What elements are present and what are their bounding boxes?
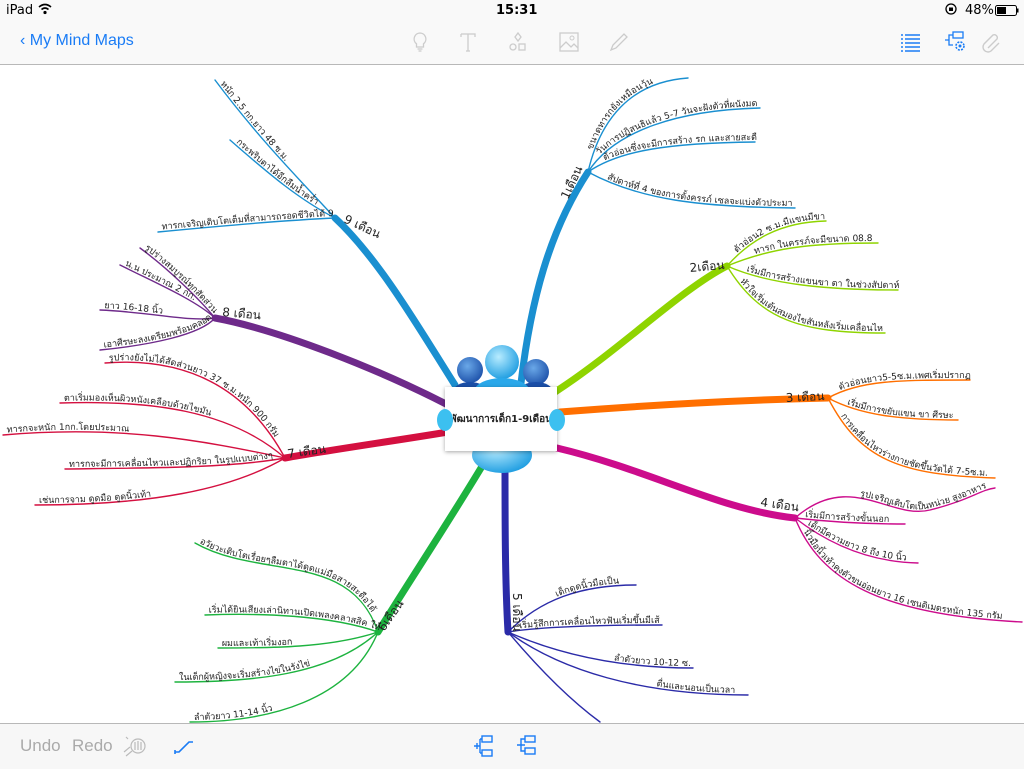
pencil-icon[interactable] bbox=[607, 30, 631, 54]
leaf-4-2[interactable]: เริ่มมีการสร้างขั้นนอก bbox=[805, 507, 890, 524]
center-hands-icon bbox=[437, 409, 565, 431]
leaf-5-1[interactable]: เด็กดูดนิ้วมือเป็น bbox=[554, 574, 619, 600]
leaf-6-4[interactable]: ในเด็กผู้หญิงจะเริ่มสร้างไข่ในรังไข่ bbox=[179, 659, 311, 683]
month-7-label[interactable]: 7 เดือน bbox=[286, 442, 326, 461]
leaf-5-3[interactable]: ลำตัวยาว 10-12 ซ.ม. bbox=[0, 0, 691, 669]
month-6-label[interactable]: 6เดือน bbox=[375, 597, 407, 634]
back-button-label: My Mind Maps bbox=[29, 32, 134, 49]
lightbulb-icon[interactable] bbox=[408, 30, 432, 54]
svg-text:ทารกจะมีการเคลื่อนไหวและปฏิกริ: ทารกจะมีการเคลื่อนไหวและปฏิกริยา ในรูปแบ… bbox=[69, 451, 274, 470]
redo-button[interactable]: Redo bbox=[72, 736, 113, 755]
svg-text:อวัยวะเติบโตเรื่อยๆลืมตาได้ดูด: อวัยวะเติบโตเรื่อยๆลืมตาได้ดูดแม่มือสายส… bbox=[198, 537, 378, 614]
month-9-label[interactable]: 9 เดือน bbox=[342, 212, 383, 241]
text-icon[interactable] bbox=[456, 30, 480, 54]
outline-list-icon[interactable] bbox=[899, 30, 923, 54]
undo-button[interactable]: Undo bbox=[20, 736, 61, 755]
svg-text:ทารกจะหนัก 1กก.โดยประมาณ: ทารกจะหนัก 1กก.โดยประมาณ bbox=[6, 422, 129, 436]
add-sibling-topic-icon[interactable] bbox=[472, 734, 494, 758]
add-child-topic-icon[interactable] bbox=[516, 734, 538, 758]
leaf-7-4[interactable]: ทารกจะมีการเคลื่อนไหวและปฏิกริยา ในรูปแบ… bbox=[69, 451, 274, 470]
branch-7-line[interactable] bbox=[281, 428, 452, 462]
month-2-label[interactable]: 2เดือน bbox=[689, 258, 725, 275]
svg-text:เช่นการจาม ดูดมือ ดูดนิ้วเท้า: เช่นการจาม ดูดมือ ดูดนิ้วเท้า bbox=[39, 489, 152, 506]
navigation-bar: ‹ My Mind Maps bbox=[0, 22, 1024, 65]
clock: 15:31 bbox=[496, 3, 538, 18]
svg-text:ผมและเท้าเริ่มงอก: ผมและเท้าเริ่มงอก bbox=[222, 635, 293, 649]
leaf-6-3[interactable]: ผมและเท้าเริ่มงอก bbox=[222, 635, 293, 649]
status-bar: iPad 15:31 48% bbox=[0, 0, 1024, 22]
bottom-toolbar: Undo Redo bbox=[0, 723, 1024, 769]
branch-6-line[interactable] bbox=[374, 454, 491, 636]
month-5-label[interactable]: 5 เดือน bbox=[510, 593, 524, 632]
month-3-label[interactable]: 3 เดือน bbox=[785, 389, 824, 405]
branch-3-line[interactable] bbox=[556, 394, 832, 416]
svg-text:เริ่มรู้สึกการเคลื่อนไหวฟันเริ: เริ่มรู้สึกการเคลื่อนไหวฟันเริ่มขึ้นมีเส… bbox=[0, 0, 660, 631]
leaf-8-3[interactable]: ยาว 16-18 นิ้ว bbox=[104, 301, 163, 317]
svg-text:เริ่มได้ยินเสียงเล่านิทานเปิดเ: เริ่มได้ยินเสียงเล่านิทานเปิดเพลงคลาสสิค… bbox=[0, 0, 382, 633]
device-name: iPad bbox=[6, 3, 34, 18]
branch-8-line[interactable] bbox=[211, 314, 452, 409]
svg-text:รูปเจริญเติบโตเป็นหน่วย สูงอาห: รูปเจริญเติบโตเป็นหน่วย สูงอาหาร bbox=[859, 481, 988, 512]
chevron-left-icon: ‹ bbox=[20, 32, 26, 49]
svg-text:เริ่มมีการสร้างขั้นนอก: เริ่มมีการสร้างขั้นนอก bbox=[805, 507, 890, 524]
leaf-4-1[interactable]: รูปเจริญเติบโตเป็นหน่วย สูงอาหาร bbox=[859, 481, 988, 512]
battery-icon bbox=[995, 5, 1019, 21]
leaf-6-5[interactable]: ลำตัวยาว 11-14 นิ้ว bbox=[194, 702, 274, 723]
branch-5-line[interactable] bbox=[501, 451, 512, 636]
leaf-3-2[interactable]: เริ่มมีการขยับแขน ขา ศีรษะ bbox=[846, 396, 954, 421]
image-icon[interactable] bbox=[557, 30, 581, 54]
branch-4-line[interactable] bbox=[553, 444, 799, 522]
map-settings-icon[interactable] bbox=[944, 30, 968, 54]
leaf-7-3[interactable]: ทารกจะหนัก 1กก.โดยประมาณ bbox=[6, 422, 129, 436]
leaf-3-3[interactable]: การเคลื่อนไหวร่างกายชัดขึ้นวัดได้ 7-5ซ.ม… bbox=[838, 412, 988, 479]
month-8-label[interactable]: 8 เดือน bbox=[222, 305, 262, 322]
svg-text:ลำตัวยาว 11-14 นิ้ว: ลำตัวยาว 11-14 นิ้ว bbox=[194, 702, 274, 723]
leaf-6-1[interactable]: อวัยวะเติบโตเรื่อยๆลืมตาได้ดูดแม่มือสายส… bbox=[198, 537, 378, 614]
branch-2-line[interactable] bbox=[551, 262, 731, 396]
clean-up-icon[interactable] bbox=[122, 734, 148, 758]
svg-text:ในเด็กผู้หญิงจะเริ่มสร้างไข่ใน: ในเด็กผู้หญิงจะเริ่มสร้างไข่ในรังไข่ bbox=[179, 659, 311, 683]
leaf-5-2[interactable]: เริ่มรู้สึกการเคลื่อนไหวฟันเริ่มขึ้นมีเส… bbox=[0, 0, 660, 631]
leaf-6-2[interactable]: เริ่มได้ยินเสียงเล่านิทานเปิดเพลงคลาสสิค… bbox=[0, 0, 382, 633]
svg-text:ยาว 16-18 นิ้ว: ยาว 16-18 นิ้ว bbox=[104, 301, 163, 317]
branch-style-icon[interactable] bbox=[173, 736, 195, 756]
branch-1-line[interactable] bbox=[516, 168, 592, 396]
back-button[interactable]: ‹ My Mind Maps bbox=[20, 32, 134, 50]
branch-9-line[interactable] bbox=[331, 214, 459, 389]
svg-text:การเคลื่อนไหวร่างกายชัดขึ้นวัด: การเคลื่อนไหวร่างกายชัดขึ้นวัดได้ 7-5ซ.ม… bbox=[838, 412, 988, 479]
leaf-7-5[interactable]: เช่นการจาม ดูดมือ ดูดนิ้วเท้า bbox=[39, 489, 152, 506]
svg-text:เริ่มมีการขยับแขน ขา ศีรษะ: เริ่มมีการขยับแขน ขา ศีรษะ bbox=[846, 396, 954, 421]
battery-percent: 48% bbox=[965, 3, 994, 18]
svg-text:ตื่นและนอนเป็นเวลา: ตื่นและนอนเป็นเวลา bbox=[656, 676, 736, 696]
svg-text:ตาเริ่มมองเห็นผิวหนังเคลือบด้ว: ตาเริ่มมองเห็นผิวหนังเคลือบด้วยไขมัน bbox=[64, 391, 213, 419]
central-topic-title: พัฒนาการเด็ก1-9เดือน bbox=[450, 413, 552, 425]
central-topic[interactable]: พัฒนาการเด็ก1-9เดือน bbox=[445, 387, 557, 451]
month-4-label[interactable]: 4 เดือน bbox=[760, 495, 800, 514]
paperclip-icon[interactable] bbox=[980, 30, 1004, 54]
leaf-5-4[interactable]: ตื่นและนอนเป็นเวลา bbox=[656, 676, 736, 696]
rotation-lock-icon bbox=[945, 3, 957, 19]
svg-text:ลำตัวยาว 10-12 ซ.ม.: ลำตัวยาว 10-12 ซ.ม. bbox=[0, 0, 691, 669]
wifi-icon bbox=[38, 3, 52, 19]
svg-text:เด็กดูดนิ้วมือเป็น: เด็กดูดนิ้วมือเป็น bbox=[554, 574, 619, 600]
leaf-7-2[interactable]: ตาเริ่มมองเห็นผิวหนังเคลือบด้วยไขมัน bbox=[64, 391, 213, 419]
shapes-icon[interactable] bbox=[506, 30, 530, 54]
